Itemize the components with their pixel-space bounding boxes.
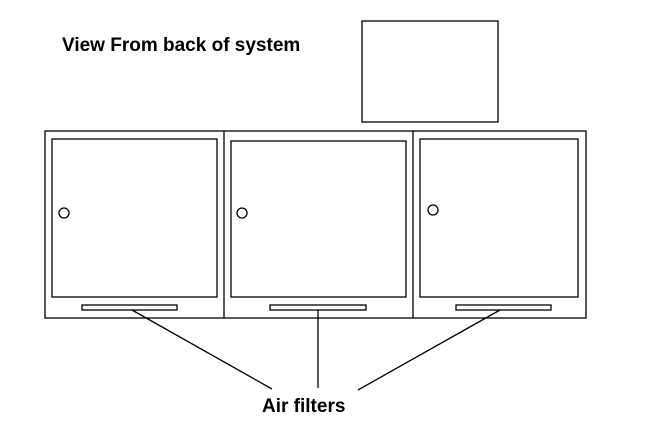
air-filter-middle bbox=[269, 304, 367, 311]
diagram-title: View From back of system bbox=[62, 35, 301, 56]
air-filter-left bbox=[81, 304, 178, 311]
cabinet-door-right bbox=[419, 138, 579, 298]
door-knob-left bbox=[58, 207, 70, 219]
air-filters-label: Air filters bbox=[262, 396, 346, 417]
door-knob-middle bbox=[236, 207, 248, 219]
door-knob-right bbox=[427, 204, 439, 216]
air-filter-right bbox=[455, 304, 552, 311]
system-enclosure bbox=[44, 130, 587, 319]
leader-line-left bbox=[131, 309, 273, 390]
leader-line-right bbox=[357, 309, 501, 391]
cabinet-door-left bbox=[51, 138, 218, 298]
top-unit bbox=[361, 20, 499, 123]
cabinet-door-middle bbox=[230, 140, 407, 298]
